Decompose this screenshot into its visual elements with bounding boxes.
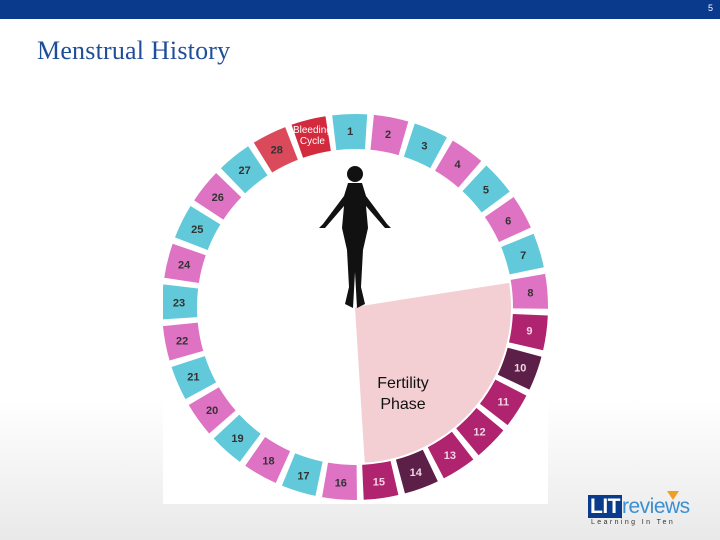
cycle-day-segment-5 [462,165,510,213]
page-number: 5 [707,3,713,13]
cycle-day-segment-17 [281,453,323,496]
cycle-day-segment-12 [456,408,504,456]
logo-wordmark: LITreviews [588,495,690,519]
cycle-day-segment-26 [194,173,242,220]
logo-tagline: Learning In Ten [591,519,676,526]
cycle-day-segment-27 [220,146,268,194]
cycle-day-segment-22 [163,322,204,361]
cycle-day-segment-19 [213,414,261,462]
litreviews-logo: LITreviews Learning In Ten [588,491,690,533]
cycle-day-label-8: 8 [527,288,533,300]
bleeding-cycle-label: Bleeding [293,125,332,136]
cycle-day-label-27: 27 [239,165,251,177]
cycle-day-segment-28 [253,127,298,173]
cycle-day-segment-18 [245,436,291,483]
cycle-day-segment-9 [508,313,548,351]
cycle-day-label-26: 26 [212,192,224,204]
cycle-day-label-14: 14 [410,467,423,479]
cycle-day-label-20: 20 [206,405,218,417]
logo-triangle-icon [667,491,679,500]
top-banner: 5 [0,0,720,19]
cycle-day-label-5: 5 [483,184,489,196]
fertility-phase-label-line1: Fertility [377,375,429,392]
cycle-day-label-10: 10 [514,363,526,375]
cycle-day-label-25: 25 [191,224,203,236]
cycle-day-segment-25 [174,206,221,251]
cycle-day-label-24: 24 [178,260,191,272]
cycle-day-label-11: 11 [498,397,510,409]
fertility-phase-label-line2: Phase [380,396,425,413]
woman-silhouette-icon [319,166,391,308]
logo-lit: LIT [588,495,622,518]
bleeding-cycle-segment [291,116,331,158]
cycle-day-label-4: 4 [455,159,462,171]
cycle-day-label-9: 9 [526,326,532,338]
slide-title: Menstrual History [37,36,231,65]
cycle-day-segment-11 [479,379,527,426]
cycle-day-segment-2 [370,114,409,156]
cycle-day-segment-14 [395,449,438,494]
cycle-day-label-3: 3 [421,140,427,152]
cycle-day-segment-4 [435,140,482,188]
logo-reviews: reviews [622,495,690,518]
cycle-day-label-7: 7 [520,250,526,262]
cycle-day-label-15: 15 [373,476,385,488]
cycle-day-segment-13 [427,431,474,479]
cycle-day-segment-3 [403,123,447,169]
cycle-day-label-6: 6 [505,215,511,227]
cycle-day-label-23: 23 [173,297,185,309]
fertility-phase-wedge [355,282,511,463]
cycle-day-segment-23 [163,284,199,320]
cycle-day-label-19: 19 [231,433,243,445]
cycle-day-label-17: 17 [297,470,309,482]
cycle-day-segment-16 [322,462,357,500]
bleeding-cycle-label: Cycle [300,136,325,147]
cycle-day-label-2: 2 [385,129,391,141]
cycle-day-segment-20 [188,387,236,434]
cycle-day-label-1: 1 [347,126,353,138]
cycle-day-segment-21 [171,356,217,400]
cycle-day-label-21: 21 [187,372,199,384]
cycle-day-segment-24 [164,243,206,284]
cycle-day-label-12: 12 [473,426,485,438]
cycle-day-segment-6 [484,197,531,242]
cycle-day-segment-10 [497,347,542,390]
cycle-day-segment-1 [332,114,368,151]
cycle-day-segment-15 [362,460,399,500]
cycle-day-label-18: 18 [262,455,274,467]
cycle-day-segment-8 [510,273,548,309]
cycle-day-label-28: 28 [271,144,283,156]
cycle-day-label-16: 16 [335,477,347,489]
cycle-day-label-13: 13 [444,450,456,462]
cycle-day-segment-7 [501,233,544,275]
cycle-day-label-22: 22 [176,335,188,347]
